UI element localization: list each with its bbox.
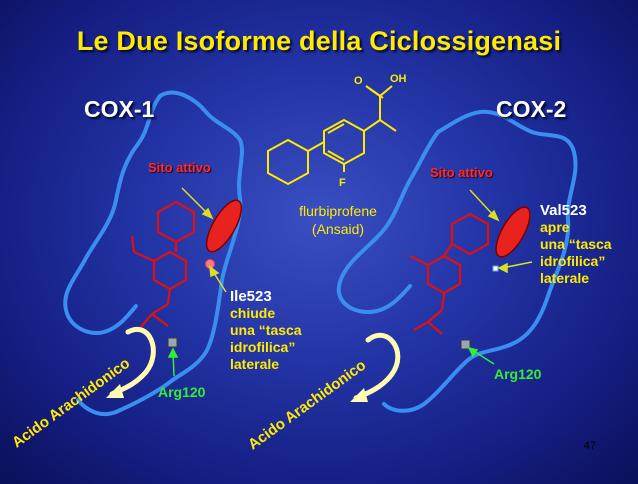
cox1-residue-desc-4: laterale xyxy=(230,356,280,372)
cox2-active-site-label: Sito attivo xyxy=(430,165,493,180)
cox2-arg120-label: Arg120 xyxy=(494,366,542,382)
cox2-active-site xyxy=(495,206,531,258)
slide-title: Le Due Isoforme della Ciclossigenasi xyxy=(76,26,562,56)
cox1-heading: COX-1 xyxy=(84,96,155,122)
cox2-residue-name: Val523 xyxy=(540,202,587,219)
cox1-active-site xyxy=(205,199,243,253)
drug-brand: (Ansaid) xyxy=(311,221,365,237)
cox2-residue-desc-1: apre xyxy=(540,219,570,235)
val523-marker xyxy=(492,265,499,272)
cox2-backbone xyxy=(382,109,578,413)
drug-name: flurbiprofene xyxy=(299,203,377,219)
cox1-backbone-left xyxy=(63,94,162,335)
drug-label: flurbiprofene (Ansaid) xyxy=(278,202,398,238)
flurbiprofen-structure xyxy=(267,85,397,186)
atom-o: O xyxy=(354,75,363,87)
cox1-residue-name: Ile523 xyxy=(230,288,272,305)
cox1-residue-desc-2: una “tasca xyxy=(230,322,302,338)
cox2-heading: COX-2 xyxy=(496,96,567,122)
cox2-ligand xyxy=(409,212,490,335)
cox1-backbone xyxy=(76,90,244,417)
cox2-backbone-left xyxy=(336,130,440,314)
cox1-residue-desc-1: chiude xyxy=(230,305,276,321)
cox2-arg120-marker xyxy=(460,339,471,350)
cox2-arachidonic-arrow xyxy=(350,332,401,402)
cox1-residue-desc-3: idrofilica” xyxy=(230,339,296,355)
page-number: 47 xyxy=(583,440,596,452)
cox2-residue-desc-2: una “tasca xyxy=(540,236,612,252)
cox1-arg120-label: Arg120 xyxy=(158,384,206,400)
cox1-residue-block: Ile523 chiude una “tasca idrofilica” lat… xyxy=(230,288,302,373)
atom-f: F xyxy=(339,177,346,189)
cox1-arachidonic-arrow xyxy=(106,327,156,398)
atom-oh: OH xyxy=(390,73,407,85)
cox2-residue-desc-3: idrofilica” xyxy=(540,253,606,269)
cox2-residue-block: Val523 apre una “tasca idrofilica” later… xyxy=(540,202,612,287)
cox2-residue-desc-4: laterale xyxy=(540,270,590,286)
cox1-arg120-marker xyxy=(167,337,178,348)
cox1-active-site-label: Sito attivo xyxy=(148,160,211,175)
cox1-ligand xyxy=(130,200,196,329)
